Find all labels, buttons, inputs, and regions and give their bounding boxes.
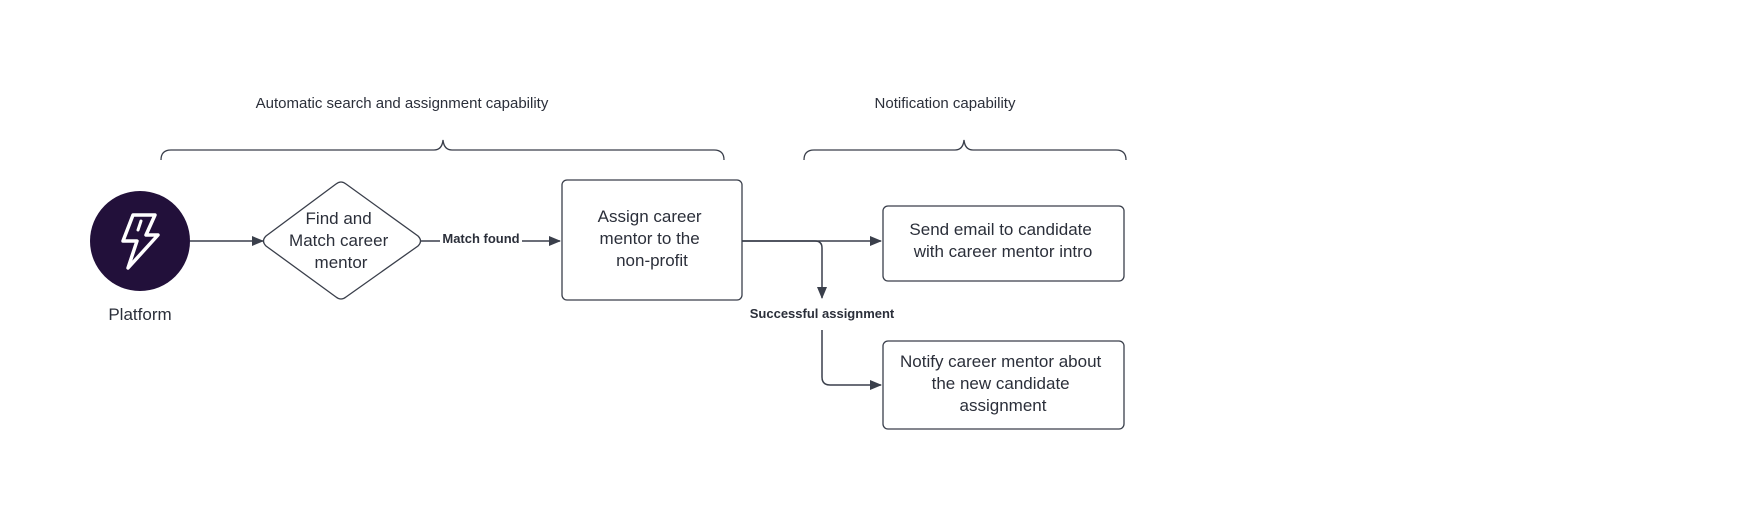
assign-label: Assign career mentor to the non-profit bbox=[598, 207, 707, 270]
notify-mentor-node[interactable]: Notify career mentor about the new candi… bbox=[882, 340, 1125, 430]
find-match-line-1: Find and bbox=[306, 209, 372, 228]
edge-label-bg bbox=[440, 230, 522, 248]
notify-line-1: Notify career mentor about bbox=[900, 352, 1102, 371]
platform-node[interactable]: Platform bbox=[90, 191, 190, 324]
assign-line-3: non-profit bbox=[616, 251, 688, 270]
lightning-bolt-icon bbox=[121, 213, 160, 270]
edge-label-match-found: Match found bbox=[442, 231, 519, 246]
brace-notification bbox=[803, 139, 1127, 161]
notify-line-2: the new candidate bbox=[932, 374, 1070, 393]
notify-label: Notify career mentor about the new candi… bbox=[900, 352, 1106, 415]
notify-line-3: assignment bbox=[960, 396, 1047, 415]
platform-circle bbox=[90, 191, 190, 291]
group-label-search-assignment: Automatic search and assignment capabili… bbox=[256, 95, 549, 112]
find-match-line-2: Match career bbox=[289, 231, 389, 250]
notify-box bbox=[882, 340, 1125, 430]
brace-search-assignment bbox=[160, 139, 725, 161]
edge-label-successful-assignment: Successful assignment bbox=[750, 306, 895, 321]
assign-box bbox=[561, 179, 743, 301]
send-email-line-2: with career mentor intro bbox=[913, 242, 1093, 261]
find-match-decision[interactable]: Find and Match career mentor bbox=[262, 181, 422, 300]
assign-line-1: Assign career bbox=[598, 207, 702, 226]
edge-assign-to-successful bbox=[742, 240, 827, 299]
send-email-label: Send email to candidate with career ment… bbox=[909, 220, 1096, 261]
send-email-node[interactable]: Send email to candidate with career ment… bbox=[882, 205, 1125, 282]
find-match-line-3: mentor bbox=[315, 253, 368, 272]
send-email-box bbox=[882, 205, 1125, 282]
assign-line-2: mentor to the bbox=[600, 229, 700, 248]
send-email-line-1: Send email to candidate bbox=[909, 220, 1091, 239]
group-label-notification: Notification capability bbox=[875, 95, 1016, 112]
edge-successful-to-notify bbox=[821, 330, 882, 390]
find-match-label: Find and Match career mentor bbox=[289, 209, 393, 272]
platform-label: Platform bbox=[108, 305, 171, 324]
assign-mentor-node[interactable]: Assign career mentor to the non-profit bbox=[561, 179, 743, 301]
